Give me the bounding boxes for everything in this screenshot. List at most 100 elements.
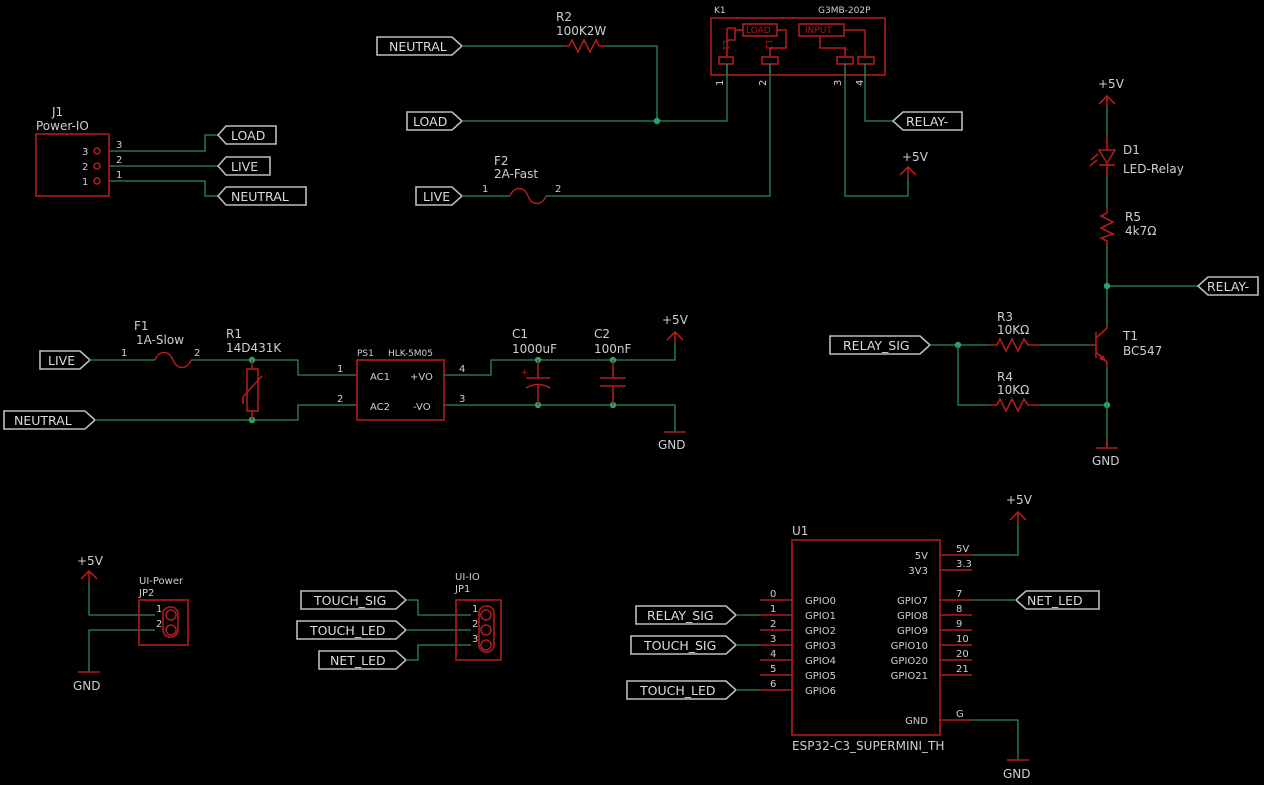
net-relay-sig-t1: RELAY_SIG [829,335,932,355]
u1-right-pins: 5V5V3.33V37GPIO78GPIO89GPIO910GPIO1020GP… [891,544,972,727]
svg-text:3: 3 [459,394,465,405]
r2-ref: R2 [556,10,572,24]
t1-transistor: T1 BC547 [1089,325,1162,368]
c2-ref: C2 [594,327,610,341]
svg-text:1: 1 [156,604,162,615]
c1-value: 1000uF [512,342,557,356]
u1-pin-num-10: 10 [956,634,969,645]
j1-pin-1: 1 [82,177,88,188]
svg-text:RELAY_SIG: RELAY_SIG [647,608,714,623]
u1-pin-name-gpio4: GPIO4 [805,656,836,667]
f1-ref: F1 [134,319,149,333]
net-load-top: LOAD [406,111,464,131]
net-relay-sig-u1: RELAY_SIG [635,605,738,625]
svg-text:AC1: AC1 [370,372,390,383]
j1-pin-2: 2 [82,162,88,173]
u1-pin-num-2: 2 [770,619,776,630]
r1-varistor: R1 14D431K [226,327,282,420]
svg-text:LIVE: LIVE [423,189,450,204]
svg-text:+5V: +5V [77,554,104,568]
j1-pin-3-num: 3 [116,140,122,151]
u1-pin-name-gpio5: GPIO5 [805,671,836,682]
svg-text:TOUCH_LED: TOUCH_LED [639,683,716,698]
net-touch-sig-u1: TOUCH_SIG [630,635,738,655]
j1-net-load: LOAD [216,125,277,145]
svg-text:L1: L1 [720,40,730,51]
net-neutral-top: NEUTRAL [376,36,464,56]
svg-text:2: 2 [156,619,162,630]
u1-pin-name-gpio0: GPIO0 [805,596,836,607]
u1-pin-name-gpio20: GPIO20 [891,656,928,667]
svg-text:LIVE: LIVE [231,159,258,174]
j1-pin-2-num: 2 [116,155,122,166]
ps1-value: HLK-5M05 [388,349,433,359]
svg-text:NEUTRAL: NEUTRAL [231,189,289,204]
r3-resistor: R3 10KΩ [990,310,1040,353]
svg-text:GND: GND [1003,767,1031,781]
u1-pin-num-3: 3 [770,634,776,645]
svg-text:+5V: +5V [902,150,929,164]
jp1-header: UI-IO JP1 1 2 3 [454,572,502,661]
svg-text:+: + [521,368,529,378]
svg-text:+: + [842,45,850,55]
svg-text:AC2: AC2 [370,402,390,413]
r4-ref: R4 [997,370,1013,384]
svg-text:-VO: -VO [413,402,431,413]
u1-pin-name-gpio6: GPIO6 [805,686,836,697]
c2-capacitor: C2 100nF [594,327,632,405]
svg-text:2: 2 [472,619,478,630]
r2-resistor: R2 100K2W [556,10,606,54]
svg-text:1: 1 [715,80,726,86]
u1-pin-num-g: G [956,709,964,720]
c1-capacitor: + C1 1000uF [512,327,557,405]
k1-value: G3MB-202P [818,6,871,16]
jp2-ref: JP2 [138,588,154,599]
svg-text:2: 2 [194,348,200,359]
u1-pin-num-21: 21 [956,664,969,675]
power-5v-led: +5V [1098,77,1125,108]
j1-pin-1-num: 1 [116,170,122,181]
power-5v-psu: +5V [662,313,689,344]
svg-text:NEUTRAL: NEUTRAL [14,413,72,428]
svg-text:RELAY_SIG: RELAY_SIG [843,338,910,353]
u1-pin-name-3v3: 3V3 [908,566,928,577]
u1-pin-name-gpio3: GPIO3 [805,641,836,652]
u1-left-pins: 0GPIO01GPIO12GPIO23GPIO34GPIO45GPIO56GPI… [760,589,836,697]
jp2-value: UI-Power [139,576,184,587]
svg-text:1: 1 [337,364,343,375]
r4-value: 10KΩ [997,383,1029,397]
svg-text:4: 4 [459,364,465,375]
net-led-jp1: NET_LED [318,650,408,670]
svg-text:LOAD: LOAD [746,26,771,36]
svg-text:LOAD: LOAD [231,128,265,143]
gnd-psu: GND [658,431,686,452]
net-touch-led-u1: TOUCH_LED [626,680,738,700]
j1-net-live: LIVE [216,156,271,176]
j1-value: Power-IO [36,119,89,133]
svg-text:GND: GND [73,679,101,693]
u1-pin-name-gnd: GND [905,716,928,727]
u1-esp32: U1 ESP32-C3_SUPERMINI_TH [791,524,944,753]
net-relay-minus-t1: RELAY- [1196,276,1259,296]
gnd-u1: GND [1003,759,1031,781]
u1-pin-num-8: 8 [956,604,962,615]
svg-text:NEUTRAL: NEUTRAL [389,39,447,54]
svg-text:RELAY-: RELAY- [906,114,948,129]
svg-text:TOUCH_SIG: TOUCH_SIG [643,638,716,653]
u1-pin-name-gpio21: GPIO21 [891,671,928,682]
u1-pin-name-gpio10: GPIO10 [891,641,928,652]
u1-pin-num-5V: 5V [956,544,969,555]
k1-relay: K1 G3MB-202P LOAD L1 L2 INPUT + 1 2 3 4 [710,6,886,86]
d1-ref: D1 [1123,143,1140,157]
svg-text:1: 1 [121,348,127,359]
u1-pin-num-0: 0 [770,589,776,600]
u1-pin-num-6: 6 [770,679,776,690]
u1-pin-num-1: 1 [770,604,776,615]
power-5v-u1: +5V [1006,493,1033,524]
r4-resistor: R4 10KΩ [990,370,1040,413]
u1-pin-name-gpio9: GPIO9 [897,626,928,637]
svg-text:3: 3 [472,634,478,645]
svg-text:+5V: +5V [1006,493,1033,507]
svg-text:2: 2 [758,80,769,86]
